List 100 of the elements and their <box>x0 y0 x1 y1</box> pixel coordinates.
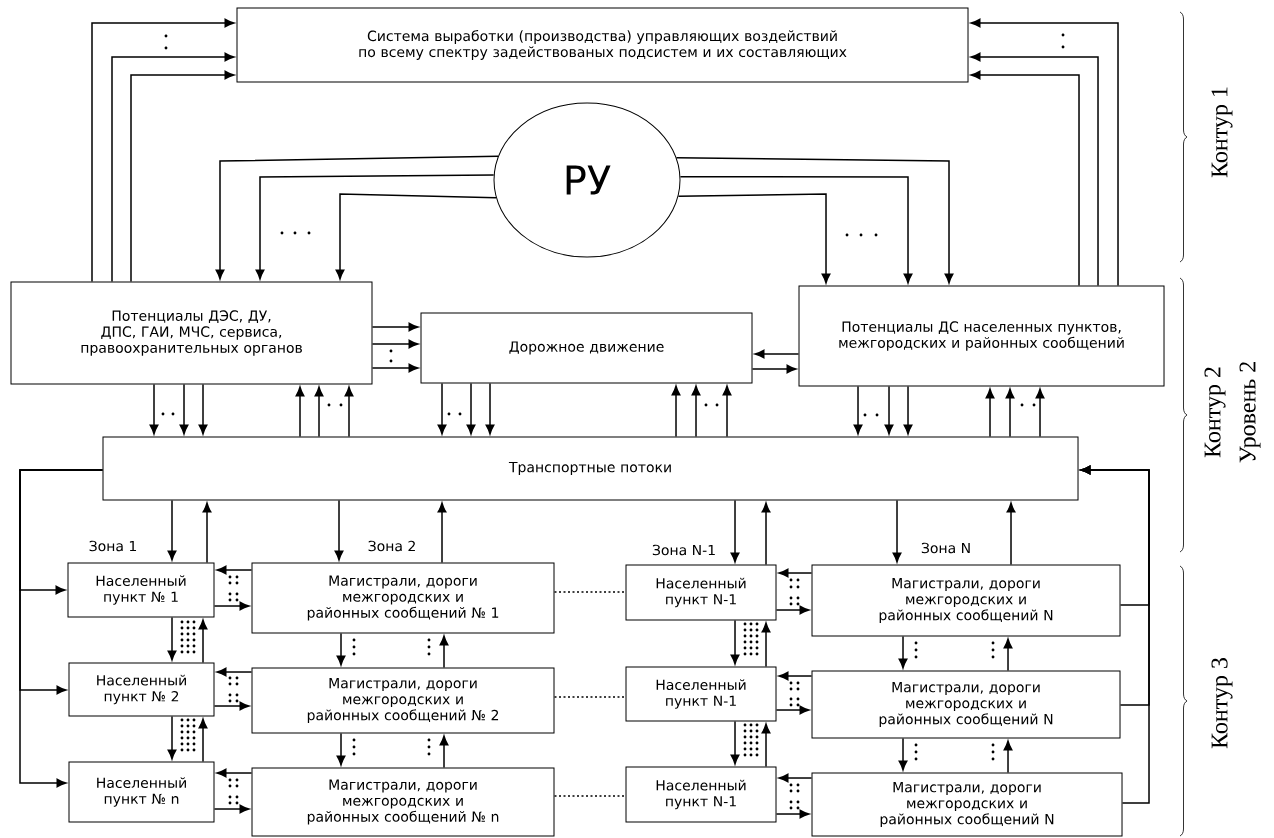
zone-label: Зона N <box>921 542 970 554</box>
arrow <box>892 499 902 563</box>
arrow <box>439 635 449 669</box>
arrow <box>970 18 1119 287</box>
process-box: Потенциалы ДЭС, ДУ, ДПС, ГАИ, МЧС, сервиса, правоохранительных органов <box>10 281 373 385</box>
arrow <box>778 671 813 681</box>
arrow <box>679 176 913 284</box>
arrow <box>898 737 908 771</box>
arrow <box>91 18 235 283</box>
arrow <box>677 193 831 284</box>
arrow <box>334 499 344 561</box>
arrow <box>371 363 419 373</box>
settlement-box: Населенный пункт № n <box>68 761 215 823</box>
road-box: Магистрали, дороги межгородских и районных сообщений N <box>811 670 1121 739</box>
arrow <box>371 339 419 349</box>
arrow <box>970 52 1099 287</box>
arrow <box>216 667 253 677</box>
road-box: Магистрали, дороги межгородских и районных сообщений N <box>811 772 1123 837</box>
arrow <box>1003 638 1013 672</box>
arrow <box>722 385 732 438</box>
contour-label: Контур 2 <box>1204 367 1226 458</box>
arrow <box>1005 388 1015 438</box>
road-box: Магистрали, дороги межгородских и районных сообщений № 2 <box>251 667 555 734</box>
process-box: Потенциалы ДС населенных пунктов, межгородских и районных сообщений <box>798 285 1165 387</box>
arrow <box>202 502 212 564</box>
arrow <box>775 809 810 819</box>
arrow <box>761 622 771 668</box>
arrow <box>314 386 324 438</box>
road-box: Магистрали, дороги межгородских и районных сообщений № n <box>251 767 555 837</box>
arrow <box>761 723 771 768</box>
arrow <box>898 635 908 669</box>
arrow <box>671 385 681 438</box>
arrow <box>437 382 447 435</box>
arrow <box>439 735 449 769</box>
arrow <box>213 601 250 611</box>
arrow <box>111 52 235 283</box>
arrow <box>198 718 208 763</box>
process-box: Транспортные потоки <box>102 436 1079 501</box>
arrow <box>730 499 740 563</box>
arrow <box>985 388 995 438</box>
arrow <box>1080 465 1150 804</box>
arrow <box>335 193 497 280</box>
contour-label: Контур 1 <box>1211 87 1233 178</box>
arrow <box>970 70 1080 287</box>
settlement-box: Населенный пункт № 2 <box>68 662 215 717</box>
arrow <box>485 382 495 435</box>
arrow <box>754 349 800 359</box>
road-box: Магистрали, дороги межгородских и районных сообщений № 1 <box>251 562 555 634</box>
arrow <box>691 385 701 438</box>
level-label: Уровень 2 <box>1239 362 1261 463</box>
arrow <box>751 364 797 374</box>
arrow <box>1003 740 1013 774</box>
arrow <box>213 804 250 814</box>
arrow <box>761 502 771 566</box>
arrow <box>19 469 104 788</box>
connector-line <box>553 696 627 698</box>
arrow <box>167 499 177 561</box>
arrow <box>730 619 740 665</box>
arrow <box>198 383 208 435</box>
arrow <box>1006 502 1016 566</box>
arrow <box>437 502 447 564</box>
arrow <box>198 619 208 664</box>
arrow <box>730 720 740 765</box>
connector-line <box>553 795 627 797</box>
contour-label: Контур 3 <box>1211 658 1233 749</box>
process-box: Система выработки (производства) управляющих воздействий по всему спектру задействованых подсистем и их составляющих <box>236 7 969 83</box>
arrow <box>675 156 954 284</box>
arrow <box>778 773 813 783</box>
zone-label: Зона 2 <box>368 540 415 552</box>
arrow <box>336 632 346 666</box>
road-box: Магистрали, дороги межгородских и районных сообщений N <box>811 564 1121 637</box>
settlement-box: Населенный пункт N-1 <box>625 564 777 621</box>
arrow <box>903 385 913 435</box>
arrow <box>775 705 810 715</box>
settlement-box: Населенный пункт N-1 <box>625 766 777 823</box>
arrow <box>884 385 894 435</box>
arrow <box>371 322 419 332</box>
arrow <box>179 383 189 435</box>
connector-line <box>553 591 627 593</box>
arrow <box>778 568 813 578</box>
settlement-box: Населенный пункт N-1 <box>625 666 777 722</box>
process-box: Дорожное движение <box>420 312 753 384</box>
arrow <box>853 385 863 435</box>
settlement-box: Населенный пункт № 1 <box>67 562 215 618</box>
arrow <box>216 565 253 575</box>
arrow <box>149 383 159 435</box>
zone-label: Зона 1 <box>89 540 137 552</box>
arrow <box>215 155 499 280</box>
arrow <box>295 386 305 438</box>
arrow <box>255 174 495 280</box>
arrow <box>130 70 235 283</box>
arrow <box>336 732 346 766</box>
arrow <box>466 382 476 435</box>
arrow <box>167 715 177 760</box>
arrow <box>167 616 177 661</box>
arrow <box>344 386 354 438</box>
arrow <box>213 701 250 711</box>
arrow <box>216 768 253 778</box>
arrow <box>775 605 810 615</box>
arrow <box>1035 388 1045 438</box>
